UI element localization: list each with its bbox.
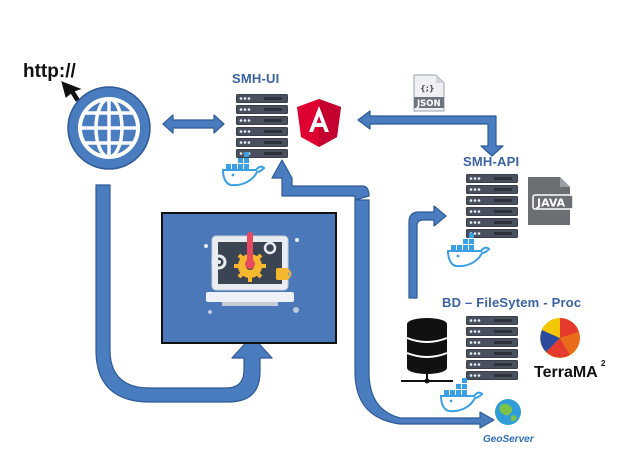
geoserver-icon: GeoServer xyxy=(483,399,535,445)
java-label: JAVA xyxy=(536,197,566,210)
smh-ui-label: SMH-UI xyxy=(232,71,279,86)
json-label: JSON xyxy=(416,99,441,109)
json-file-icon: {;} JSON xyxy=(413,74,445,112)
arrow-bd-smhapi xyxy=(408,205,447,299)
arrow-smhapi-smhui xyxy=(357,110,504,157)
terrama-label: TerraMA xyxy=(534,364,598,381)
geoserver-label: GeoServer xyxy=(483,434,535,445)
server-icon-bd xyxy=(466,316,518,380)
bd-label: BD – FileSytem - Proc xyxy=(442,295,581,310)
angular-icon xyxy=(297,99,341,147)
arrow-globe-smhui xyxy=(162,114,225,134)
svg-text:{;}: {;} xyxy=(420,84,435,93)
docker-icon-bd xyxy=(440,377,483,413)
smh-api-label: SMH-API xyxy=(463,154,519,169)
globe-icon xyxy=(67,86,151,170)
arrow-geoserver-smhui xyxy=(271,159,495,429)
terrama-icon: TerraMA 2 xyxy=(534,318,606,381)
server-icon-smh-ui xyxy=(236,94,288,158)
database-icon xyxy=(401,318,453,384)
arrows xyxy=(95,110,504,429)
server-icon-smh-api xyxy=(466,174,518,238)
http-label: http:// xyxy=(23,61,76,82)
terrama-superscript: 2 xyxy=(601,359,606,368)
cursor-icon xyxy=(61,81,82,102)
java-icon: JAVA xyxy=(528,177,574,225)
monitor-dashboard-icon xyxy=(161,212,337,344)
